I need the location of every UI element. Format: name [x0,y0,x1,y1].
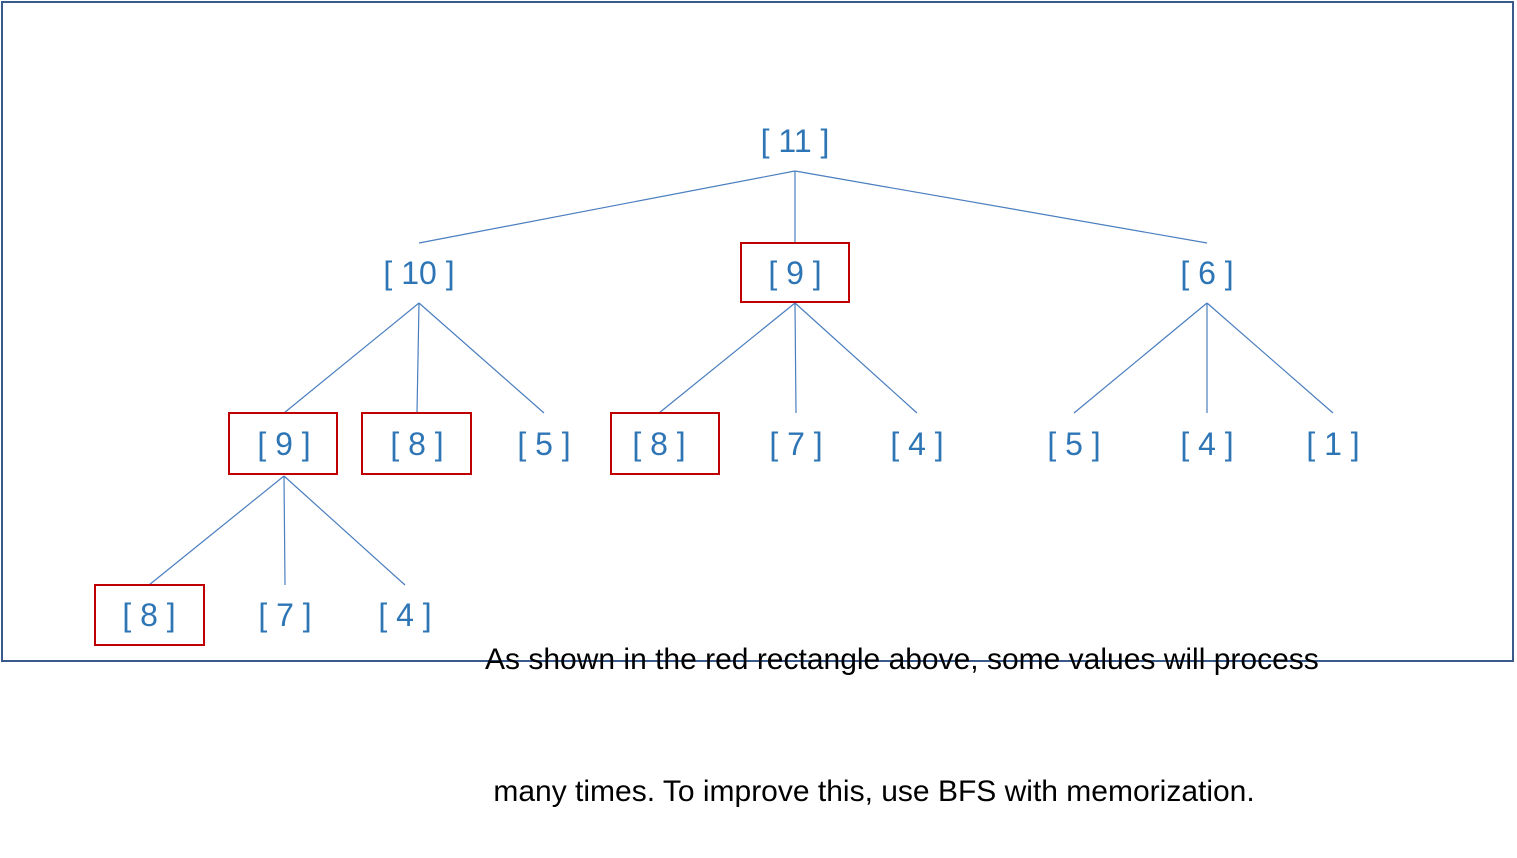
tree-edge-n9b-n8c [148,475,285,586]
tree-node-n7b: [ 7 ] [258,597,311,633]
tree-node-n1: [ 1 ] [1306,426,1359,462]
tree-edge-n6-n1 [1206,302,1334,414]
highlight-rect-n8a [361,412,472,475]
tree-edge-n9a-n4a [794,302,918,414]
tree-node-n9a: [ 9 ] [768,255,821,291]
tree-edge-n9b-n7b [283,475,286,586]
tree-node-n8a: [ 8 ] [390,426,443,462]
tree-node-n8b: [ 8 ] [632,426,685,462]
tree-node-n5a: [ 5 ] [517,426,570,462]
highlight-rect-n8b [610,412,720,475]
tree-node-n10: [ 10 ] [383,255,454,291]
highlight-rect-n9a [740,242,850,303]
caption-text: As shown in the red rectangle above, som… [485,550,1495,858]
tree-node-n6: [ 6 ] [1180,255,1233,291]
tree-edge-n11-n6 [794,170,1208,244]
tree-edge-n9a-n7a [794,302,797,414]
highlight-rectangles [94,242,850,646]
tree-node-n5b: [ 5 ] [1047,426,1100,462]
caption-line-2: many times. To improve this, use BFS wit… [485,775,1255,808]
tree-edge-n6-n5b [1073,302,1208,414]
tree-node-n4c: [ 4 ] [378,597,431,633]
diagram-frame [1,1,1514,662]
highlight-rect-n9b [228,412,338,475]
recursion-tree: [ 11 ] [ 10 ] [ 9 ] [ 6 ] [ 9 ] [ 8 ] [ 5 ] [ 8… [94,123,1360,646]
tree-edge-n9b-n4c [283,475,406,586]
tree-edge-n10-n9b [283,302,420,414]
tree-edge-n10-n5a [418,302,545,414]
tree-edge-n9a-n8b [658,302,796,414]
tree-node-n9b: [ 9 ] [257,426,310,462]
tree-edge-n10-n8a [416,302,420,414]
tree-node-n4b: [ 4 ] [1180,426,1233,462]
tree-node-n7a: [ 7 ] [769,426,822,462]
highlight-rect-n8c [94,584,205,646]
node-labels: [ 11 ] [ 10 ] [ 9 ] [ 6 ] [ 9 ] [ 8 ] [ 5 ] [ 8… [122,123,1359,633]
tree-edges [148,170,1334,586]
tree-edge-n11-n10 [418,170,796,244]
tree-node-n11: [ 11 ] [761,123,830,159]
tree-node-n4a: [ 4 ] [890,426,943,462]
caption-line-1: As shown in the red rectangle above, som… [485,643,1319,676]
tree-node-n8c: [ 8 ] [122,597,175,633]
